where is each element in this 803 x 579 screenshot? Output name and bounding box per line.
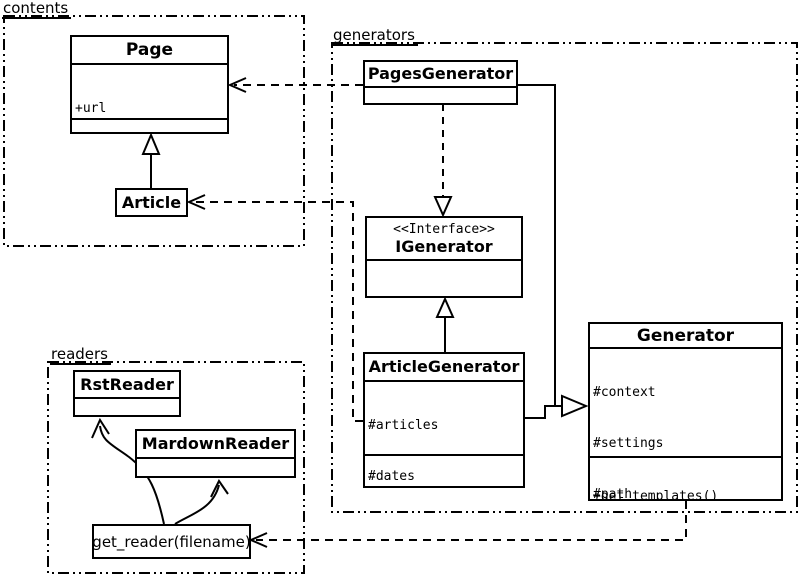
edge-articlegenerator-uses-article xyxy=(186,194,363,422)
stereotype-label: <<Interface>> xyxy=(393,222,495,237)
method: +generate_context() xyxy=(370,296,518,298)
open-arrowhead xyxy=(210,479,229,498)
class-name: Article xyxy=(121,192,182,212)
class-name: <<Interface>> IGenerator xyxy=(367,218,521,259)
class-mardownreader: MardownReader +read() xyxy=(135,429,296,478)
function-node-get-reader: get_reader(filename) xyxy=(92,524,251,559)
methods-compartment: +read() xyxy=(137,457,294,476)
open-arrowhead xyxy=(248,532,268,548)
class-page: Page +url +slug +summary +check_properti… xyxy=(70,35,229,134)
edge-generators-extend-generator xyxy=(518,84,589,419)
class-name: Page xyxy=(125,40,174,60)
edge-pagesgenerator-realizes-igenerator xyxy=(433,104,453,218)
attribute: #dates xyxy=(368,469,415,484)
edge-getreader-to-rstreader xyxy=(91,417,165,525)
attributes-compartment: #context #settings #path #theme #output_… xyxy=(590,347,781,499)
attribute: #articles xyxy=(368,418,439,433)
methods-compartment: +check_properties() xyxy=(72,118,227,132)
hollow-triangle-arrowhead xyxy=(561,394,589,418)
hollow-triangle-arrowhead xyxy=(141,132,161,155)
package-label-generators: generators xyxy=(332,28,418,46)
methods-compartment: +get_templates() +get_files(path,exclude… xyxy=(590,456,781,501)
hollow-triangle-arrowhead xyxy=(433,196,453,218)
attribute: #path xyxy=(593,487,633,501)
methods-compartment: +generate_feeds() +generate_pages() xyxy=(365,454,523,486)
attributes-compartment: #pages xyxy=(365,86,516,103)
open-arrowhead xyxy=(91,417,110,439)
open-arrowhead xyxy=(186,194,206,210)
class-name-text: IGenerator xyxy=(395,237,493,256)
class-name: Generator xyxy=(636,325,735,346)
package-border-readers xyxy=(47,361,305,574)
class-igenerator: <<Interface>> IGenerator +generate_conte… xyxy=(365,216,523,298)
class-name: PagesGenerator xyxy=(367,64,514,83)
function-label: get_reader(filename) xyxy=(92,532,251,551)
package-label-contents: contents xyxy=(2,1,72,19)
attribute: +url xyxy=(75,101,107,116)
methods-compartment: +read() xyxy=(75,397,179,415)
class-name: RstReader xyxy=(80,374,174,394)
methods-compartment: +generate_context() +generate_output() xyxy=(367,259,521,298)
class-rstreader: RstReader +read() xyxy=(73,370,181,417)
attributes-compartment: +url +slug +summary xyxy=(72,63,227,118)
class-name: ArticleGenerator xyxy=(368,357,520,376)
class-pagesgenerator: PagesGenerator #pages xyxy=(363,60,518,105)
attribute: #settings xyxy=(593,436,664,451)
package-border-contents xyxy=(3,15,305,247)
class-name: MardownReader xyxy=(141,434,290,453)
package-border-generators xyxy=(331,42,798,513)
class-generator: Generator #context #settings #path #them… xyxy=(588,322,783,501)
open-arrowhead xyxy=(227,77,247,93)
package-label-readers: readers xyxy=(50,347,111,365)
edge-getreader-to-mardownreader xyxy=(174,479,229,525)
edge-generator-uses-getreader xyxy=(248,501,687,548)
attributes-compartment: #articles #dates #tags #categories xyxy=(365,380,523,484)
class-articlegenerator: ArticleGenerator #articles #dates #tags … xyxy=(363,352,525,488)
hollow-triangle-arrowhead xyxy=(435,296,455,318)
edge-pagesgenerator-uses-page xyxy=(227,77,363,93)
edge-articlegenerator-extends-igenerator xyxy=(435,296,455,352)
edge-article-extends-page xyxy=(141,132,161,188)
method: +get_templates() xyxy=(593,489,719,501)
class-article: Article xyxy=(115,188,188,217)
attribute: #context xyxy=(593,385,656,400)
